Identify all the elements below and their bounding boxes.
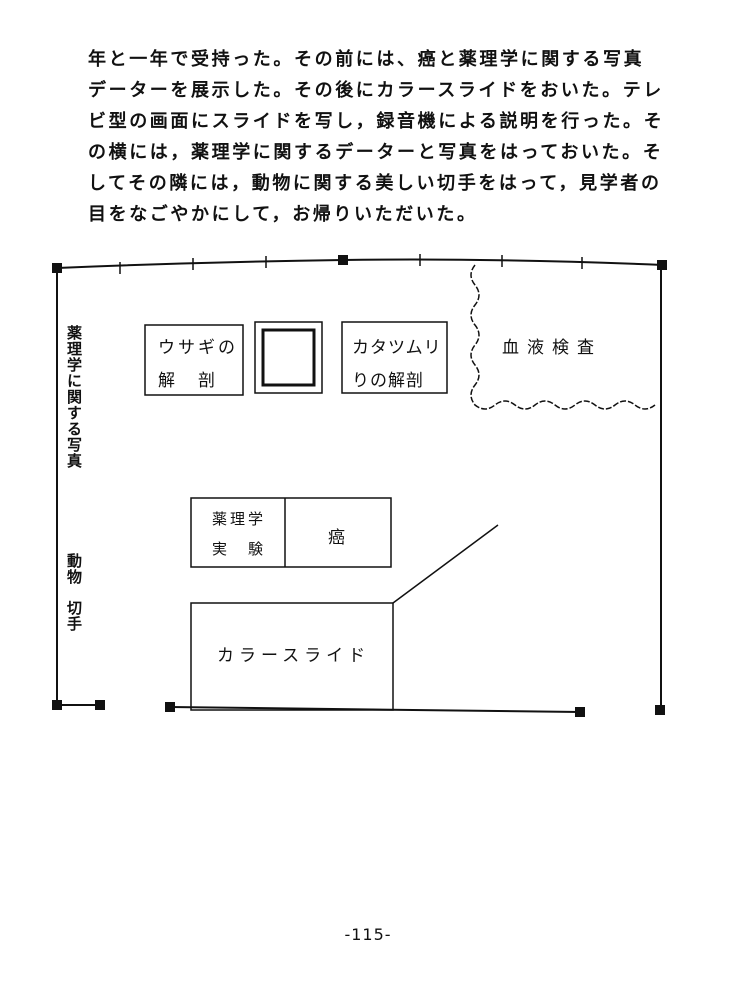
rabbit-label-1: ウサギの [158,338,238,358]
color-slide-booth [190,602,394,711]
stamps-label-1: 動物 [65,553,83,585]
blood-test-label: 血液検査 [502,338,602,358]
text-line: の横には，薬理学に関するデーターと写真をはっておいた。そ [88,142,664,163]
text-line: 年と一年で受持った。その前には、癌と薬理学に関する写真 [88,49,645,70]
wall-photos-label: 薬理学に関する写真 [65,325,83,469]
blood-test-area [470,264,656,410]
wall-posts [52,255,667,717]
text-line: してその隣には，動物に関する美しい切手をはって，見学者の [88,173,662,194]
snail-label-2: りの解剖 [352,371,424,391]
pharmacology-table [190,497,392,568]
page-number: -115- [344,925,392,944]
text-line: 目をなごやかにして，お帰りいただいた。 [88,204,478,225]
text-line: ビ型の画面にスライドを写し，録音機による説明を行った。そ [88,111,665,132]
slide-partition [392,524,499,604]
top-wall [56,258,664,269]
pharmacology-label-1: 薬理学 [212,510,267,528]
tv-screen-inner [261,328,316,387]
stamps-label-2: 切手 [65,600,83,632]
cancer-label: 癌 [328,528,348,548]
color-slide-label: カラースライド [217,646,371,666]
rabbit-label-2: 解 剖 [158,371,218,391]
tv-screen-outer [254,321,323,394]
pharmacology-label-2: 実 験 [212,540,267,558]
rabbit-table [144,324,244,396]
text-line: データーを展示した。その後にカラースライドをおいた。テレ [88,80,664,101]
wall-ticks [119,254,583,274]
snail-label-1: カタツムリ [352,338,442,358]
snail-table [341,321,448,394]
